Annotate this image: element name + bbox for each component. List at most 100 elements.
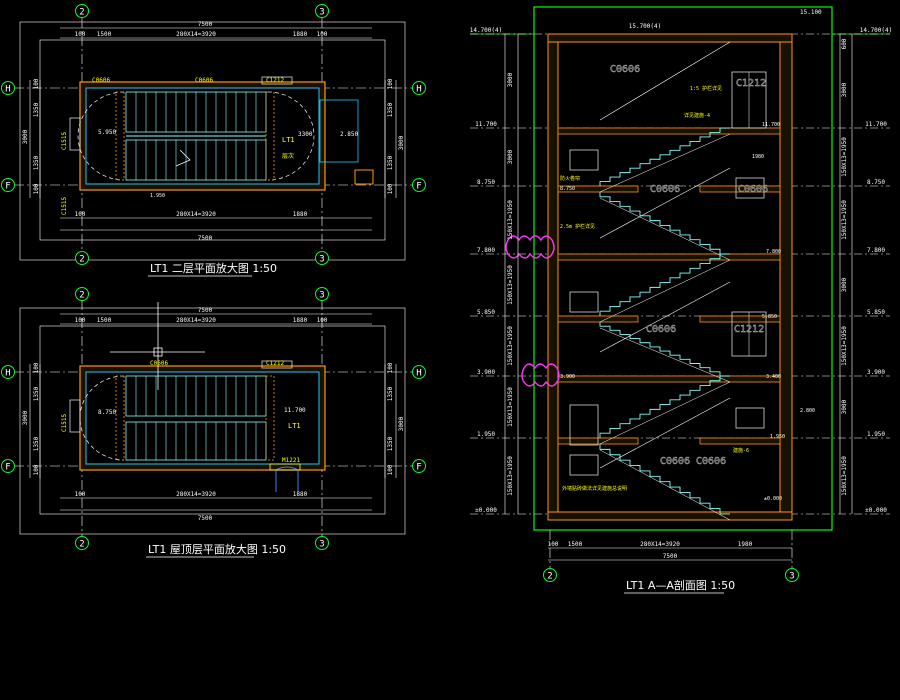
landing-arc-right — [267, 91, 315, 181]
landing-slab — [557, 185, 639, 193]
vertical-dim-left: 3000 — [507, 72, 514, 87]
dim-text-left: 1350 — [33, 155, 40, 170]
dim-text-bottom: 1980 — [738, 541, 753, 548]
dim-text-top: 1880 — [293, 31, 308, 38]
dim-text-bottom: 280X14=3920 — [176, 491, 216, 498]
label-lt1: LT1 — [282, 136, 295, 144]
dim-text-left: 100 — [33, 183, 40, 194]
section-window-label-2: C0606 — [650, 184, 680, 195]
dim-text-right: 1350 — [387, 386, 394, 401]
dim-text-bottom: 1880 — [293, 491, 308, 498]
dim-total-top: 7500 — [198, 21, 213, 28]
note-4: 外墙贴砖做法详见建施总说明 — [562, 485, 627, 492]
section-window-label-3: C0606 — [738, 184, 768, 195]
grid-label-2-top: 2 — [79, 291, 84, 301]
vertical-dim-left: 150X13=1950 — [507, 326, 514, 366]
vertical-dim-texts-left: 3000 3000 150X13=1950 150X13=1950 150X13=195… — [507, 72, 514, 495]
dim-right-total: 3000 — [398, 135, 405, 150]
label-11700: 11.700 — [284, 407, 306, 414]
grid-label-3: 3 — [789, 572, 794, 582]
section-wall-left — [547, 33, 559, 515]
revision-cloud-upper — [505, 235, 555, 259]
grid-label-3-top: 3 — [319, 8, 324, 18]
note-9: 7.800 — [766, 249, 781, 255]
floor-slabs — [557, 127, 781, 445]
stair-treads — [135, 92, 257, 180]
dim-text-top: 100 — [75, 31, 86, 38]
note-0: 1:5 护栏详见 — [690, 85, 722, 92]
grid-label-f-right: F — [416, 182, 421, 192]
label-window-0: C0606 — [92, 77, 110, 84]
level-text-left: 5.850 — [477, 309, 495, 316]
dim-texts-bottom: 100 280X14=3920 1880 — [75, 211, 308, 218]
vertical-dim-right: 150X13=1950 — [841, 200, 848, 240]
section-windows — [569, 71, 767, 476]
dim-right-total: 3000 — [398, 416, 405, 431]
dim-text-left: 100 — [33, 464, 40, 475]
vertical-dim-left: 3000 — [507, 149, 514, 164]
grid-label-2-top: 2 — [79, 8, 84, 18]
landing-arc-left — [79, 375, 125, 461]
plan-upper-title: LT1 二层平面放大图 1:50 — [150, 261, 277, 275]
section-window-label-7: C0606 — [696, 456, 726, 467]
level-text-right: 8.750 — [867, 179, 885, 186]
grid-label-h-right: H — [416, 369, 421, 379]
stair-flight — [599, 322, 730, 377]
stair-flight — [599, 375, 730, 438]
label-3300: 3300 — [298, 131, 313, 138]
door-m1221 — [275, 466, 299, 492]
vertical-dim-right: 150X13=1950 — [841, 456, 848, 496]
dim-text-bottom: 280X14=3920 — [176, 211, 216, 218]
landing-slab — [699, 315, 781, 323]
section-ground-slab — [547, 511, 793, 521]
level-text-left: ±0.000 — [475, 507, 497, 514]
dim-bottom-total: 7500 — [663, 553, 678, 560]
dim-text-top: 100 — [317, 317, 328, 324]
dim-total-top: 7500 — [198, 307, 213, 314]
section-window-label-5: C0606 — [646, 324, 676, 335]
stair-treads — [135, 376, 257, 460]
floor-slab — [557, 253, 781, 261]
vertical-dim-left: 150X13=1950 — [507, 387, 514, 427]
door-opening — [269, 463, 301, 471]
level-text-right: 3.900 — [867, 369, 885, 376]
dim-total-bottom: 7500 — [198, 515, 213, 522]
label-window-4: C1515 — [61, 197, 68, 215]
level-text-left: 1.950 — [477, 431, 495, 438]
plan-ground-outer-frame — [19, 307, 406, 535]
dim-text-bottom: 1880 — [293, 211, 308, 218]
section-title: LT1 A—A剖面图 1:50 — [626, 578, 735, 592]
grid-label-2: 2 — [547, 572, 552, 582]
vertical-dim-left: 150X13=1950 — [507, 265, 514, 305]
dim-text-bottom: 100 — [75, 211, 86, 218]
level-text-left: 8.750 — [477, 179, 495, 186]
label-2850: 2.850 — [340, 131, 358, 138]
label-1950: 1.950 — [150, 193, 165, 199]
level-text-right: 1.950 — [867, 431, 885, 438]
window-c1212-top — [261, 360, 293, 369]
dim-text-right: 100 — [387, 362, 394, 373]
dim-text-right: 1350 — [387, 436, 394, 451]
grid-label-h-right: H — [416, 85, 421, 95]
dim-left-total: 3000 — [22, 129, 29, 144]
dim-text-bottom: 100 — [548, 541, 559, 548]
grid-label-h-left: H — [5, 369, 10, 379]
stair-wall-left — [115, 375, 125, 461]
vertical-dim-left: 150X13=1950 — [507, 456, 514, 496]
landing-slab — [557, 315, 639, 323]
level-text-right: ±0.000 — [865, 507, 887, 514]
dim-text-left: 100 — [33, 78, 40, 89]
note-14: ±0.000 — [764, 496, 782, 502]
dim-text-top: 280X14=3920 — [176, 31, 216, 38]
stair-soffit — [599, 327, 731, 383]
vertical-dim-left: 150X13=1950 — [507, 200, 514, 240]
grid-bubbles-ground — [1, 287, 426, 550]
note-10: 11.700 — [762, 122, 780, 128]
label-window-2: C1212 — [266, 77, 284, 84]
dim-text-top: 100 — [75, 317, 86, 324]
dim-text-left: 1350 — [33, 386, 40, 401]
